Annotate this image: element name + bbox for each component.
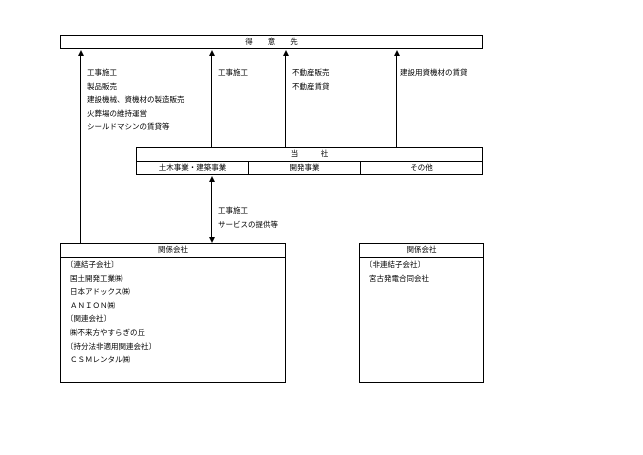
flow-label-related: 工事施工 製品販売 建設機械、資機材の製造販売 火葬場の維持運営 シールドマシン… xyxy=(87,66,185,134)
flow-line: 工事施工 xyxy=(218,68,248,77)
flow-label-other: 建設用資機材の賃貸 xyxy=(400,66,468,80)
flow-line: 製品販売 xyxy=(87,81,117,91)
customers-box: 得 意 先 xyxy=(60,35,483,49)
flow-label-down: 工事施工 サービスの提供等 xyxy=(218,204,278,231)
flow-line: 不動産販売 xyxy=(292,68,330,77)
customers-label: 得 意 先 xyxy=(245,37,298,46)
flow-line: 工事施工 xyxy=(218,206,248,215)
flow-line: 建設機械、資機材の製造販売 xyxy=(87,95,185,104)
arrow-head-dev-to-customers xyxy=(282,50,289,56)
list-item: ＣＳＭレンタル㈱ xyxy=(70,355,130,365)
flow-line: 建設用資機材の賃貸 xyxy=(400,68,468,77)
arrow-line-civil-to-customers xyxy=(211,55,212,147)
list-item: 国土開発工業㈱ xyxy=(70,273,123,283)
company-label: 当 社 xyxy=(137,148,482,162)
company-box: 当 社 土木事業・建築事業 開発事業 その他 xyxy=(136,147,483,175)
arrow-head-other-to-customers xyxy=(393,50,400,56)
related-companies-title: 関係会社 xyxy=(61,244,285,258)
arrow-head-to-company xyxy=(208,176,215,182)
non-consolidated-box: 関係会社 〔非連結子会社〕 宮古発電合同会社 xyxy=(359,243,484,383)
flow-line: シールドマシンの賃貸等 xyxy=(87,122,170,131)
list-item: ＡＮＩＯＮ㈱ xyxy=(70,300,115,310)
segment-development: 開発事業 xyxy=(249,161,361,174)
related-companies-list: 〔連結子会社〕 国土開発工業㈱ 日本アドックス㈱ ＡＮＩＯＮ㈱ 〔関連会社〕 ㈱… xyxy=(66,258,156,367)
segment-civil-building: 土木事業・建築事業 xyxy=(137,161,249,174)
arrow-line-other-to-customers xyxy=(396,55,397,147)
flow-line: 工事施工 xyxy=(87,68,117,77)
non-consolidated-title: 関係会社 xyxy=(360,244,483,258)
arrow-line-related-to-customers xyxy=(80,55,81,243)
non-consolidated-list: 〔非連結子会社〕 宮古発電合同会社 xyxy=(365,258,429,285)
arrow-line-dev-to-customers xyxy=(285,55,286,147)
list-item: 〔非連結子会社〕 xyxy=(365,260,425,269)
arrow-head-civil-to-customers xyxy=(208,50,215,56)
list-item: 日本アドックス㈱ xyxy=(70,287,130,297)
arrow-head-related-to-customers xyxy=(77,50,84,56)
list-item: 〔連結子会社〕 xyxy=(66,260,119,269)
list-item: ㈱不来方やすらぎの丘 xyxy=(70,327,145,337)
flow-label-development: 不動産販売 不動産賃貸 xyxy=(292,66,330,93)
arrow-head-to-related xyxy=(208,237,215,243)
flow-label-civil: 工事施工 xyxy=(218,66,248,80)
arrow-line-company-related xyxy=(211,180,212,237)
flow-line: 不動産賃貸 xyxy=(292,81,330,91)
segment-row: 土木事業・建築事業 開発事業 その他 xyxy=(137,161,482,174)
list-item: 宮古発電合同会社 xyxy=(369,273,429,283)
related-companies-box: 関係会社 〔連結子会社〕 国土開発工業㈱ 日本アドックス㈱ ＡＮＩＯＮ㈱ 〔関連… xyxy=(60,243,286,383)
list-item: 〔持分法非適用関連会社〕 xyxy=(66,341,156,351)
list-item: 〔関連会社〕 xyxy=(66,314,111,324)
flow-line: サービスの提供等 xyxy=(218,219,278,229)
segment-other: その他 xyxy=(410,163,433,172)
flow-line: 火葬場の維持運営 xyxy=(87,108,147,118)
